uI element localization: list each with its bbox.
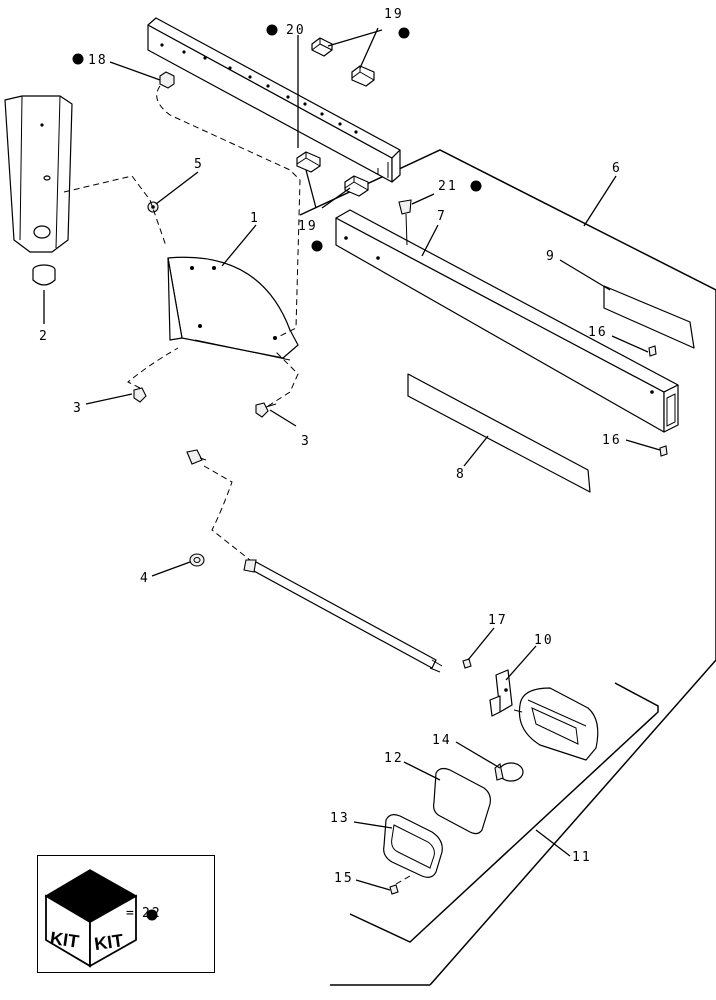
wire-connector — [186, 449, 207, 465]
nut-17 — [462, 658, 472, 669]
plug-21 — [398, 199, 412, 246]
assembly-dashed-paths — [63, 85, 411, 885]
callout-5: 5 — [194, 157, 204, 172]
callout-21: 21 — [438, 179, 458, 194]
lamp-housing — [513, 687, 599, 761]
callout-16-lower: 16 — [602, 433, 622, 448]
callout-6: 6 — [612, 161, 622, 176]
callout-15: 15 — [334, 871, 354, 886]
post-cap — [32, 264, 56, 286]
bolt-18 — [159, 71, 175, 89]
channel-bar-holes — [160, 43, 358, 134]
callout-12: 12 — [384, 751, 404, 766]
channel-bar-upper — [147, 17, 401, 183]
callout-14: 14 — [432, 733, 452, 748]
grommet-4 — [189, 553, 205, 567]
kit-marker-dot — [146, 909, 158, 921]
callout-19-middle: 19 — [298, 219, 318, 234]
callout-8: 8 — [456, 467, 466, 482]
legend-kit-number: 22 — [142, 906, 162, 921]
callout-20: 20 — [286, 23, 306, 38]
lamp-kit-frame-outline — [349, 682, 659, 943]
callout-19-top: 19 — [384, 7, 404, 22]
post-tube — [4, 95, 73, 253]
legend-equals: = — [126, 906, 136, 921]
callout-13: 13 — [330, 811, 350, 826]
leader-lines — [43, 27, 661, 891]
decal-9 — [603, 285, 695, 349]
callout-1: 1 — [250, 211, 260, 226]
tube-bar-lower — [335, 209, 679, 433]
lens-12 — [433, 767, 491, 835]
callout-3-left: 3 — [73, 401, 83, 416]
callout-4: 4 — [140, 571, 150, 586]
callout-11: 11 — [572, 850, 592, 865]
clip-lower-right — [344, 175, 369, 197]
lens-frame-13 — [383, 814, 443, 878]
bolt-3-right — [255, 402, 277, 418]
screw-16-lower — [659, 445, 668, 457]
bolt-3-left — [133, 387, 147, 403]
nut-5 — [147, 201, 159, 213]
kit-text-right: KIT — [93, 930, 125, 954]
callout-9: 9 — [546, 249, 556, 264]
clip-lower-left — [296, 151, 321, 173]
screw-15 — [389, 884, 399, 895]
lamp-bracket-10 — [489, 669, 513, 717]
callout-2: 2 — [39, 329, 49, 344]
callout-16-upper: 16 — [588, 325, 608, 340]
kit-text-left: KIT — [49, 928, 81, 952]
callout-17: 17 — [488, 613, 508, 628]
kit-legend: KIT KIT = 22 — [37, 855, 215, 973]
kit-marker-dots — [72, 24, 482, 252]
harness-rod — [243, 559, 443, 673]
bulb-14 — [494, 762, 524, 782]
decal-8 — [407, 373, 591, 493]
kit-cube-icon: KIT KIT — [44, 869, 158, 968]
mounting-bracket — [167, 256, 299, 361]
callout-10: 10 — [534, 633, 554, 648]
screw-16-upper — [648, 345, 657, 357]
callout-labels: 1 2 3 3 4 5 6 7 8 9 10 11 12 13 14 15 16… — [39, 7, 622, 886]
assembly-frame-outline — [299, 149, 716, 986]
callout-3-right: 3 — [301, 434, 311, 449]
callout-7: 7 — [437, 209, 447, 224]
callout-18: 18 — [88, 53, 108, 68]
clip-upper-left — [311, 37, 333, 57]
clip-upper-right — [351, 65, 375, 87]
